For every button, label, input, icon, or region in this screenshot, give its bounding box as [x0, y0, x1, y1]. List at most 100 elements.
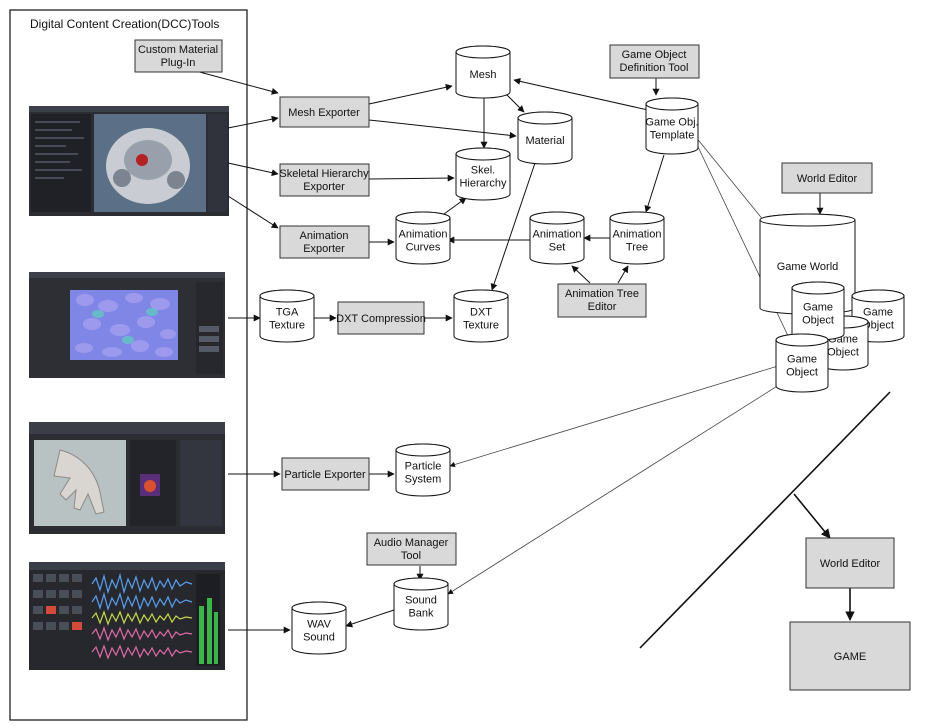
cylinder-label: Animation — [533, 229, 582, 241]
animation-exporter-box: Animation Exporter — [279, 225, 370, 259]
cylinder-top — [529, 211, 585, 225]
mesh-exporter-box: Mesh Exporter — [279, 96, 370, 128]
particle-exporter-box: Particle Exporter — [281, 457, 370, 491]
audio-manager-tool-box: Audio Manager Tool — [366, 532, 457, 566]
divider-line — [639, 391, 891, 649]
data-store-cylinders: MeshMaterialSkel.HierarchyAnimationCurve… — [259, 45, 905, 655]
cylinder-top — [851, 289, 905, 303]
edge-dcc-to-mesh-exporter — [227, 115, 279, 129]
particle-editor-screenshot — [29, 422, 225, 534]
edge-dcc-to-animation-exporter — [227, 195, 279, 229]
dxt-compression-label: DXT Compression — [336, 313, 426, 325]
cylinder-label: Tree — [626, 242, 648, 254]
cylinder-label: Sound — [405, 595, 437, 607]
cylinder-material: Material — [517, 111, 573, 165]
edge-divider-to-world-editor — [793, 493, 831, 539]
edge-curves-to-skel-hierarchy — [443, 197, 467, 215]
cylinder-mesh: Mesh — [455, 45, 511, 99]
cylinder-label: Sound — [303, 632, 335, 644]
cylinder-top — [259, 289, 315, 303]
skeletal-exporter-label-2: Exporter — [303, 181, 345, 193]
animation-exporter-label-2: Exporter — [303, 243, 345, 255]
cylinder-top — [393, 577, 449, 591]
audio-manager-label-1: Audio Manager — [374, 537, 449, 549]
skeletal-hierarchy-exporter-box: Skeletal Hierarchy Exporter — [279, 163, 370, 197]
cylinder-label: WAV — [307, 619, 331, 631]
cylinder-label: Animation — [613, 229, 662, 241]
cylinder-label: Game — [863, 307, 893, 319]
cylinder-label: Skel. — [471, 165, 495, 177]
edge-material-to-dxt-texture — [490, 159, 537, 291]
world-editor-top-label: World Editor — [797, 173, 858, 185]
dcc-panel-title: Digital Content Creation(DCC)Tools — [30, 17, 219, 31]
world-editor-top-box: World Editor — [781, 162, 873, 194]
cylinder-label: Curves — [406, 242, 441, 254]
cylinder-label: Hierarchy — [459, 178, 507, 190]
cylinder-label: Game World — [777, 261, 839, 273]
custom-material-plugin-box: Custom Material Plug-In — [134, 39, 223, 73]
edge-dcc-to-skeletal-exporter — [227, 162, 279, 177]
cylinder-top — [775, 333, 829, 347]
cylinder-label: Template — [650, 130, 695, 142]
edge-mesh-exporter-to-mesh — [368, 83, 453, 105]
edge-template-to-animation-tree — [644, 154, 665, 213]
animation-exporter-label-1: Animation — [300, 230, 349, 242]
cylinder-label: Mesh — [470, 69, 497, 81]
cylinder-label: Game — [787, 354, 817, 366]
cylinder-label: Texture — [463, 320, 499, 332]
cylinder-top — [455, 45, 511, 59]
game-object-def-label-2: Definition Tool — [620, 62, 689, 74]
3d-modeling-app-screenshot — [29, 106, 229, 216]
game-object-definition-tool-box: Game Object Definition Tool — [609, 44, 700, 79]
custom-material-label-2: Plug-In — [161, 57, 196, 69]
cylinder-top — [395, 443, 451, 457]
dxt-compression-box: DXT Compression — [336, 301, 426, 335]
game-box: GAME — [789, 621, 911, 691]
skeletal-exporter-label-1: Skeletal Hierarchy — [279, 168, 369, 180]
edge-game-object-to-particle-system — [449, 365, 779, 468]
anim-tree-editor-label-1: Animation Tree — [565, 288, 639, 300]
edge-tree-editor-to-tree — [617, 265, 629, 284]
audio-editor-screenshot — [29, 562, 225, 670]
anim-tree-editor-label-2: Editor — [588, 301, 617, 313]
cylinder-label: Particle — [405, 461, 442, 473]
cylinder-game-obj-template: Game Obj.Template — [645, 97, 699, 155]
cylinder-skel-hierarchy: Skel.Hierarchy — [455, 147, 511, 201]
cylinder-top — [759, 213, 856, 227]
cylinder-top — [291, 601, 347, 615]
edge-tree-editor-to-set — [571, 265, 591, 284]
edge-sound-bank-to-wav — [345, 609, 395, 628]
game-object-def-label-1: Game Object — [622, 49, 687, 61]
audio-manager-label-2: Tool — [401, 550, 421, 562]
edge-skeletal-exporter-to-skel-hierarchy — [368, 174, 455, 182]
cylinder-label: Object — [802, 315, 834, 327]
cylinder-label: Game — [803, 302, 833, 314]
cylinder-label: Game Obj. — [645, 117, 698, 129]
world-editor-bottom-label: World Editor — [820, 558, 881, 570]
edge-mesh-exporter-to-material — [368, 119, 517, 139]
cylinder-top — [453, 289, 509, 303]
cylinder-label: Set — [549, 242, 566, 254]
game-label: GAME — [834, 651, 866, 663]
world-editor-bottom-box: World Editor — [805, 537, 895, 589]
cylinder-top — [517, 111, 573, 125]
animation-tree-editor-box: Animation Tree Editor — [557, 283, 647, 318]
edge-game-object-to-sound-bank — [447, 377, 791, 595]
texture-editor-screenshot — [29, 272, 225, 378]
cylinder-label: Texture — [269, 320, 305, 332]
cylinder-label: Object — [827, 347, 859, 359]
cylinder-top — [455, 147, 511, 161]
cylinder-label: Bank — [408, 608, 434, 620]
